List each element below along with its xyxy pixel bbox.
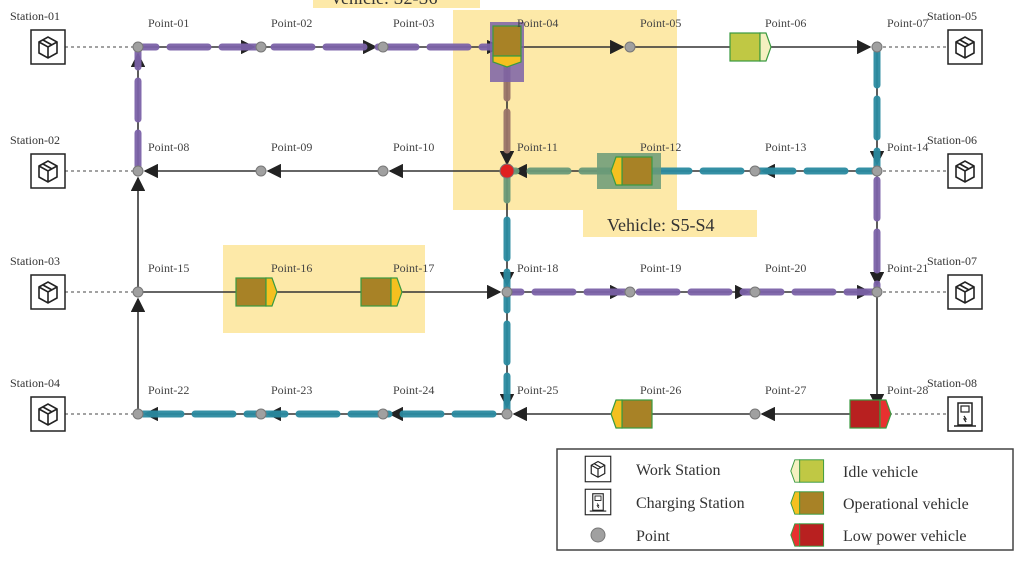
point-node[interactable] [132, 165, 144, 177]
point-label: Point-22 [148, 383, 189, 397]
point-label: Point-24 [393, 383, 434, 397]
point-node[interactable] [132, 408, 144, 420]
point-node[interactable] [377, 165, 389, 177]
point-label: Point-04 [517, 16, 558, 30]
point-node[interactable] [132, 286, 144, 298]
point-label: Point-15 [148, 261, 189, 275]
station-label: Station-01 [10, 9, 60, 23]
point-node[interactable] [871, 286, 883, 298]
point-node[interactable] [749, 165, 761, 177]
work-station-icon[interactable] [30, 396, 66, 432]
work-station-icon[interactable] [30, 153, 66, 189]
low-power-vehicle[interactable] [849, 399, 892, 429]
highlight-area [583, 210, 757, 237]
point-label: Point-18 [517, 261, 558, 275]
work-station-icon[interactable] [947, 153, 983, 189]
charging-station-icon[interactable] [947, 396, 983, 432]
work-station-icon[interactable] [947, 29, 983, 65]
point-node[interactable] [871, 165, 883, 177]
work-station-icon[interactable] [30, 274, 66, 310]
point-label: Point-06 [765, 16, 806, 30]
point-node[interactable] [132, 41, 144, 53]
point-label: Point-03 [393, 16, 434, 30]
station-label: Station-03 [10, 254, 60, 268]
point-label: Point-23 [271, 383, 312, 397]
work-station-icon[interactable] [30, 29, 66, 65]
point-label: Point-13 [765, 140, 806, 154]
legend-charging-station: Charging Station [636, 495, 745, 512]
legend-low-power: Low power vehicle [843, 528, 967, 545]
operational-vehicle[interactable] [360, 277, 403, 307]
point-node[interactable] [871, 41, 883, 53]
point-label: Point-28 [887, 383, 928, 397]
point-label: Point-21 [887, 261, 928, 275]
legend-operational: Operational vehicle [843, 496, 969, 513]
charging-station-icon [584, 488, 612, 516]
vehicle-route [134, 43, 511, 175]
station-label: Station-06 [927, 133, 977, 147]
point-label: Point-11 [517, 140, 558, 154]
work-station-icon [584, 455, 612, 483]
point-node[interactable] [624, 286, 636, 298]
point-node[interactable] [749, 408, 761, 420]
point-label: Point-25 [517, 383, 558, 397]
point-node[interactable] [501, 408, 513, 420]
point-node[interactable] [255, 165, 267, 177]
point-node[interactable] [255, 41, 267, 53]
point-node[interactable] [499, 163, 515, 179]
station-label: Station-04 [10, 376, 60, 390]
point-label: Point-12 [640, 140, 681, 154]
point-label: Point-14 [887, 140, 928, 154]
idle-vehicle[interactable] [790, 459, 825, 483]
point-label: Point-01 [148, 16, 189, 30]
point-label: Point-19 [640, 261, 681, 275]
point-node[interactable] [255, 408, 267, 420]
operational-vehicle[interactable] [610, 399, 653, 429]
point-label: Point-08 [148, 140, 189, 154]
point-label: Point-07 [887, 16, 928, 30]
point-label: Point-09 [271, 140, 312, 154]
vehicle-label: Vehicle: S5-S4 [607, 215, 715, 235]
point-label: Point-02 [271, 16, 312, 30]
station-label: Station-07 [927, 254, 977, 268]
point-label: Point-27 [765, 383, 806, 397]
operational-vehicle[interactable] [235, 277, 278, 307]
point-label: Point-17 [393, 261, 434, 275]
legend-idle: Idle vehicle [843, 464, 918, 481]
low-power-vehicle[interactable] [790, 523, 825, 547]
station-label: Station-05 [927, 9, 977, 23]
point-label: Point-20 [765, 261, 806, 275]
vehicle-label: Vehicle: S2-S6 [330, 0, 438, 8]
point-node[interactable] [377, 408, 389, 420]
point-node[interactable] [624, 41, 636, 53]
station-label: Station-08 [927, 376, 977, 390]
legend-work-station: Work Station [636, 462, 720, 479]
point-icon [590, 527, 606, 543]
point-label: Point-05 [640, 16, 681, 30]
operational-vehicle[interactable] [610, 156, 653, 186]
point-node[interactable] [749, 286, 761, 298]
point-label: Point-26 [640, 383, 681, 397]
point-label: Point-16 [271, 261, 312, 275]
operational-vehicle[interactable] [790, 491, 825, 515]
legend-point: Point [636, 528, 670, 545]
point-node[interactable] [501, 286, 513, 298]
station-label: Station-02 [10, 133, 60, 147]
work-station-icon[interactable] [947, 274, 983, 310]
idle-vehicle[interactable] [729, 32, 772, 62]
point-node[interactable] [377, 41, 389, 53]
operational-vehicle[interactable] [492, 25, 522, 68]
highlight-area [313, 0, 480, 8]
legend: Work Station Charging Station Point Idle… [556, 448, 1014, 551]
point-label: Point-10 [393, 140, 434, 154]
